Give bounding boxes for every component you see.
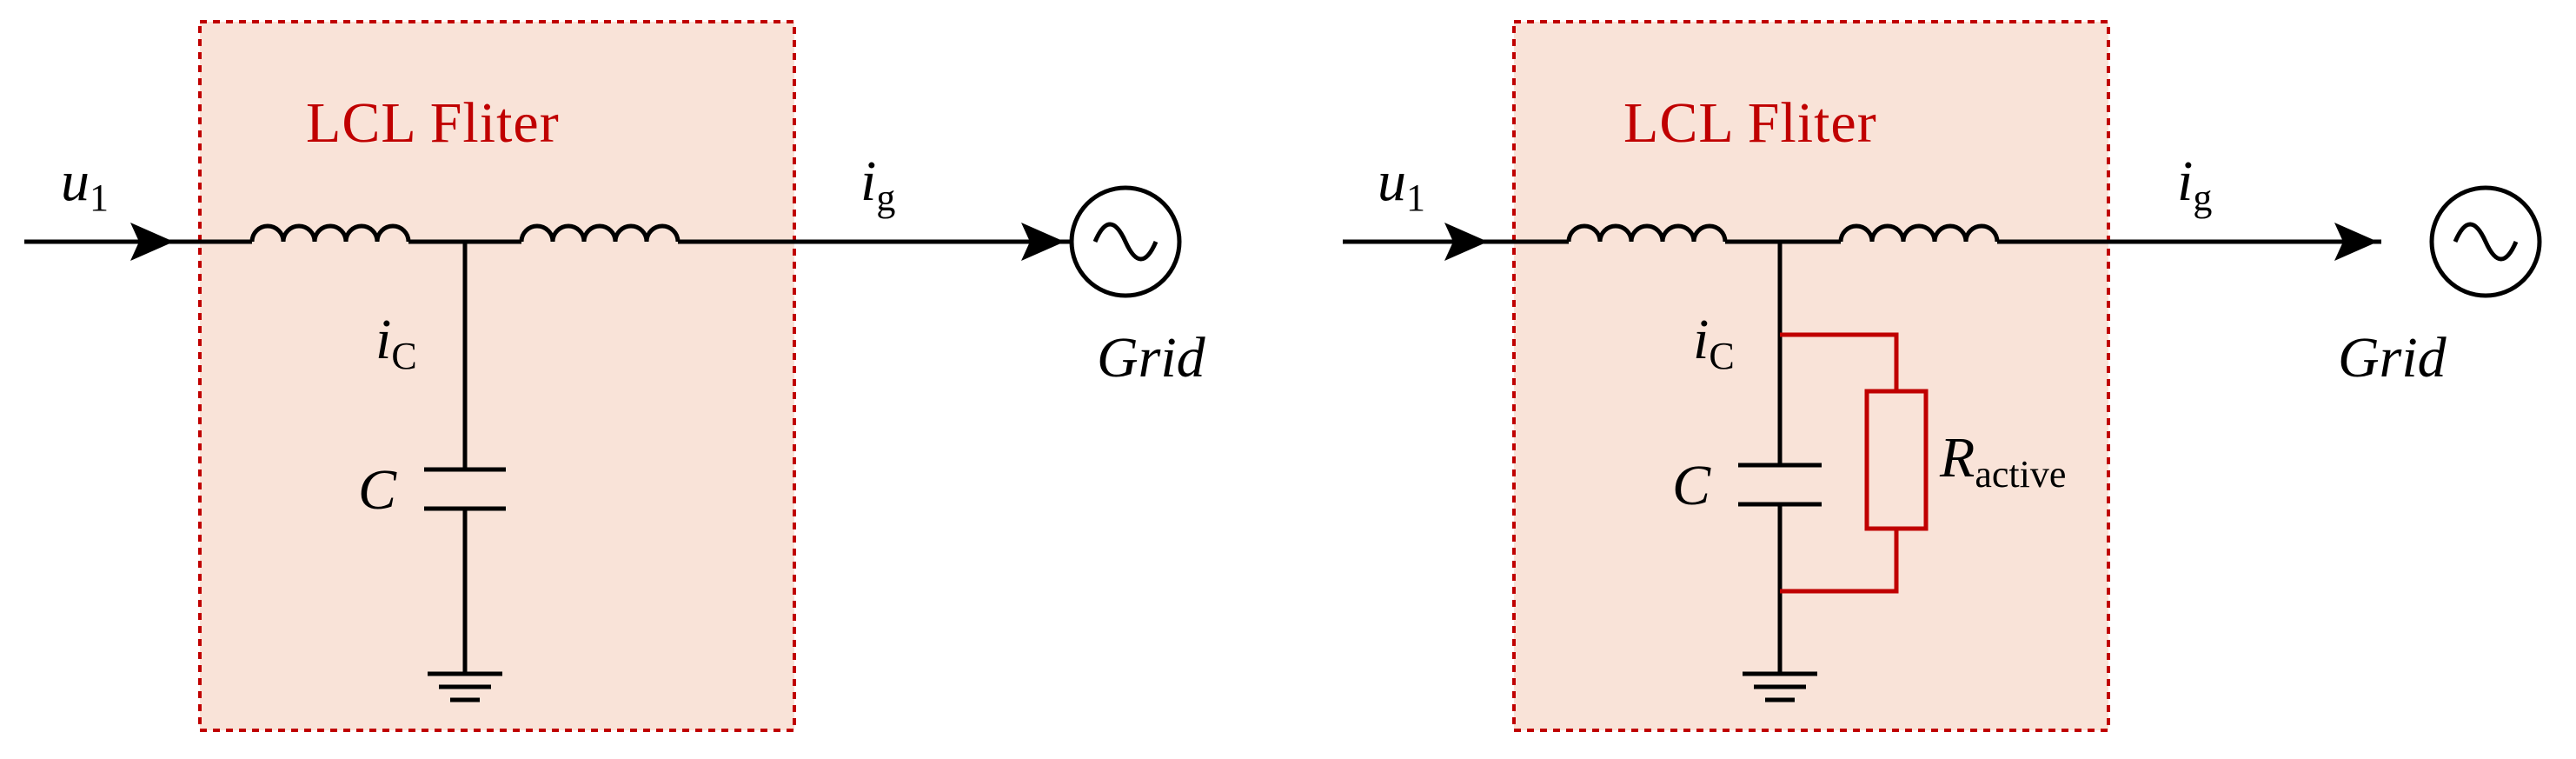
- arrow-icon: [130, 223, 174, 261]
- ac-source-icon: [1069, 185, 1182, 298]
- left-input-voltage-label: u1: [61, 150, 109, 219]
- inductor-icon: [249, 223, 411, 243]
- ground-icon: [428, 671, 502, 702]
- left-capacitor-label: C: [358, 458, 397, 522]
- right-input-voltage-label: u1: [1378, 150, 1425, 219]
- sine-wave-icon: [2453, 222, 2519, 262]
- right-cap-current-label: iC: [1693, 308, 1735, 377]
- right-filter-box: [1512, 20, 2110, 732]
- right-filter-title: LCL Fliter: [1623, 91, 1877, 155]
- left-filter-title: LCL Fliter: [306, 91, 560, 155]
- right-grid-current-label: ig: [2177, 150, 2212, 219]
- right-capacitor-label: C: [1672, 454, 1711, 517]
- left-circuit: LCL Fliter u1 ig Grid iC C: [24, 20, 1206, 732]
- sine-wave-icon: [1092, 222, 1159, 262]
- arrow-icon: [2334, 223, 2378, 261]
- right-grid-label: Grid: [2338, 326, 2447, 389]
- arrow-icon: [1021, 223, 1065, 261]
- ac-source-icon: [2429, 185, 2542, 298]
- ground-icon: [1743, 671, 1817, 702]
- left-grid-current-label: ig: [860, 150, 895, 219]
- damping-branch-bottom-wire: [1780, 529, 1899, 594]
- inductor-icon: [519, 223, 681, 243]
- damping-branch-top-wire: [1780, 332, 1899, 391]
- left-cap-current-label: iC: [375, 308, 417, 377]
- left-filter-box: [198, 20, 796, 732]
- arrow-icon: [1444, 223, 1488, 261]
- right-circuit: LCL Fliter u1 ig Grid iC C Ractive: [1343, 20, 2542, 732]
- left-grid-label: Grid: [1097, 326, 1206, 389]
- active-resistor-label: Ractive: [1939, 426, 2066, 496]
- inductor-icon: [1838, 223, 2000, 243]
- inductor-icon: [1566, 223, 1728, 243]
